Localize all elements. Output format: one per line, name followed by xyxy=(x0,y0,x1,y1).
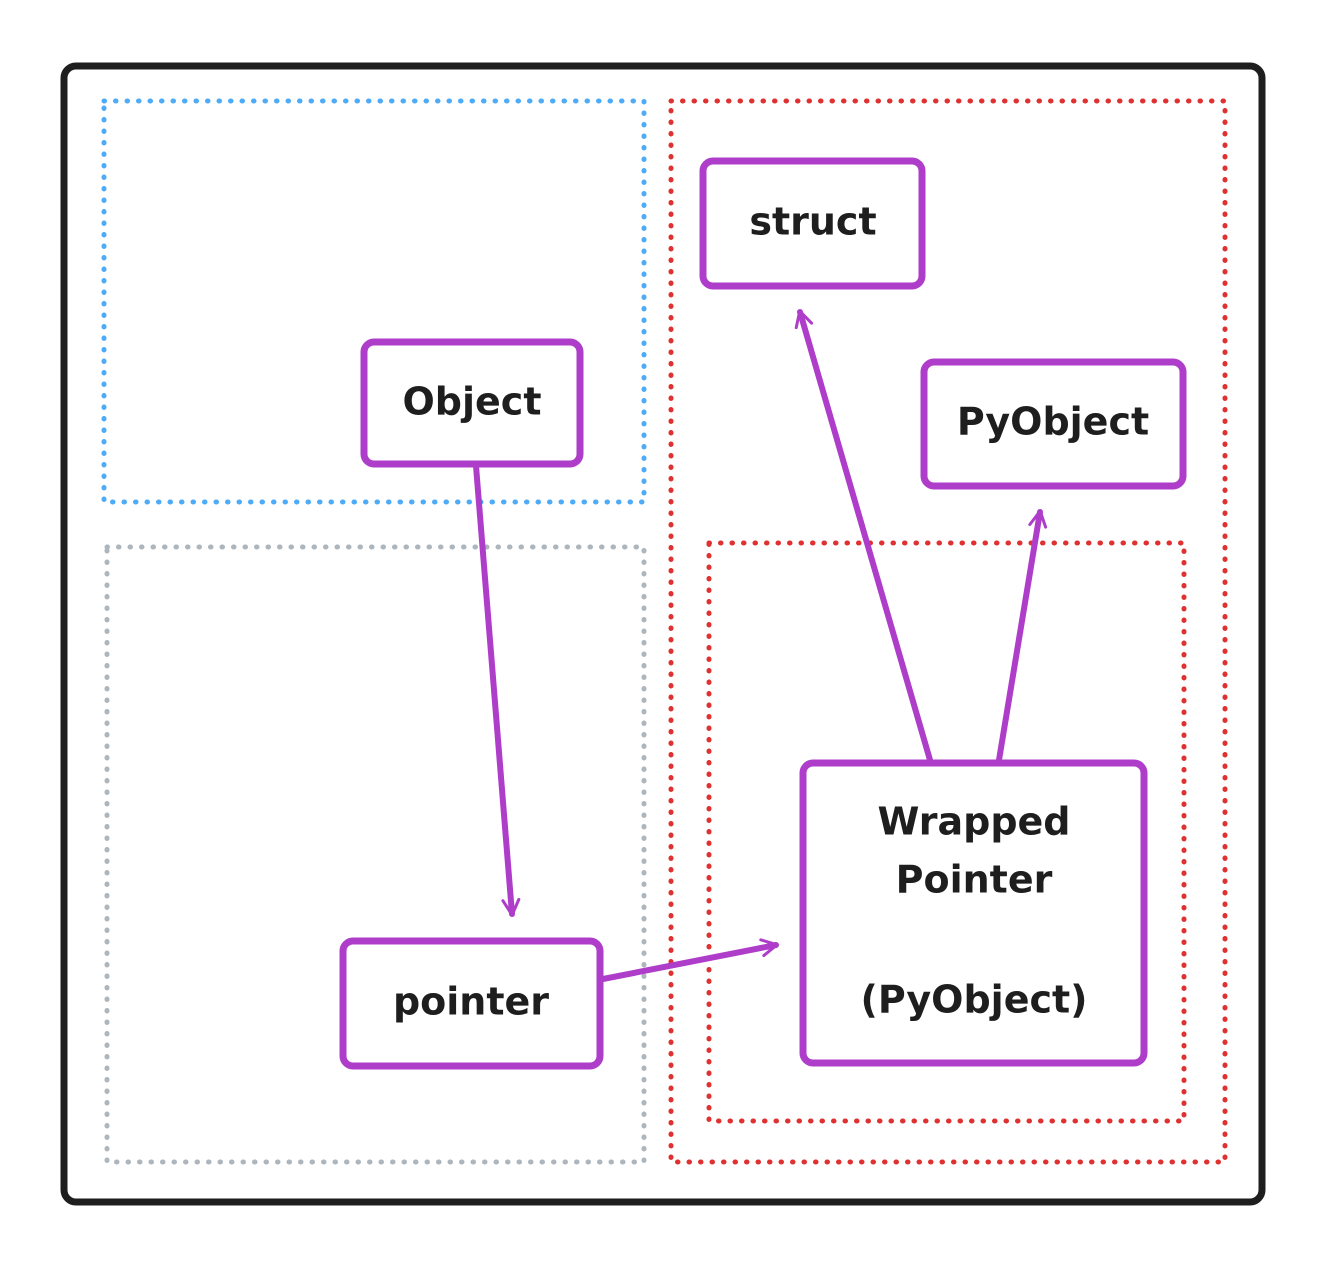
node-pyobject-label: PyObject xyxy=(957,400,1149,444)
arrow-object-to-pointer xyxy=(473,463,521,917)
node-struct[interactable]: struct xyxy=(699,157,926,290)
node-pointer-label: pointer xyxy=(393,980,549,1024)
node-pyobject[interactable]: PyObject xyxy=(920,358,1187,490)
node-struct-label: struct xyxy=(749,200,876,244)
node-wrapped-pointer-line1: Wrapped xyxy=(877,800,1070,844)
outer-frame xyxy=(60,62,1266,1206)
arrow-wrapped-pointer-to-struct xyxy=(794,309,933,763)
node-pointer[interactable]: pointer xyxy=(339,937,604,1070)
node-object[interactable]: Object xyxy=(360,338,584,468)
arrow-wrapped-pointer-to-pyobject xyxy=(996,509,1048,763)
zone-red-inner xyxy=(706,540,1187,1124)
zone-red-outer xyxy=(668,98,1228,1165)
zone-blue xyxy=(101,98,647,505)
node-wrapped-pointer-line3: (PyObject) xyxy=(860,978,1087,1022)
zone-gray xyxy=(104,544,647,1165)
node-wrapped-pointer[interactable]: Wrapped Pointer (PyObject) xyxy=(799,759,1148,1067)
node-wrapped-pointer-line2: Pointer xyxy=(896,858,1053,902)
arrow-pointer-to-wrapped-pointer xyxy=(600,938,779,982)
node-object-label: Object xyxy=(403,380,542,424)
